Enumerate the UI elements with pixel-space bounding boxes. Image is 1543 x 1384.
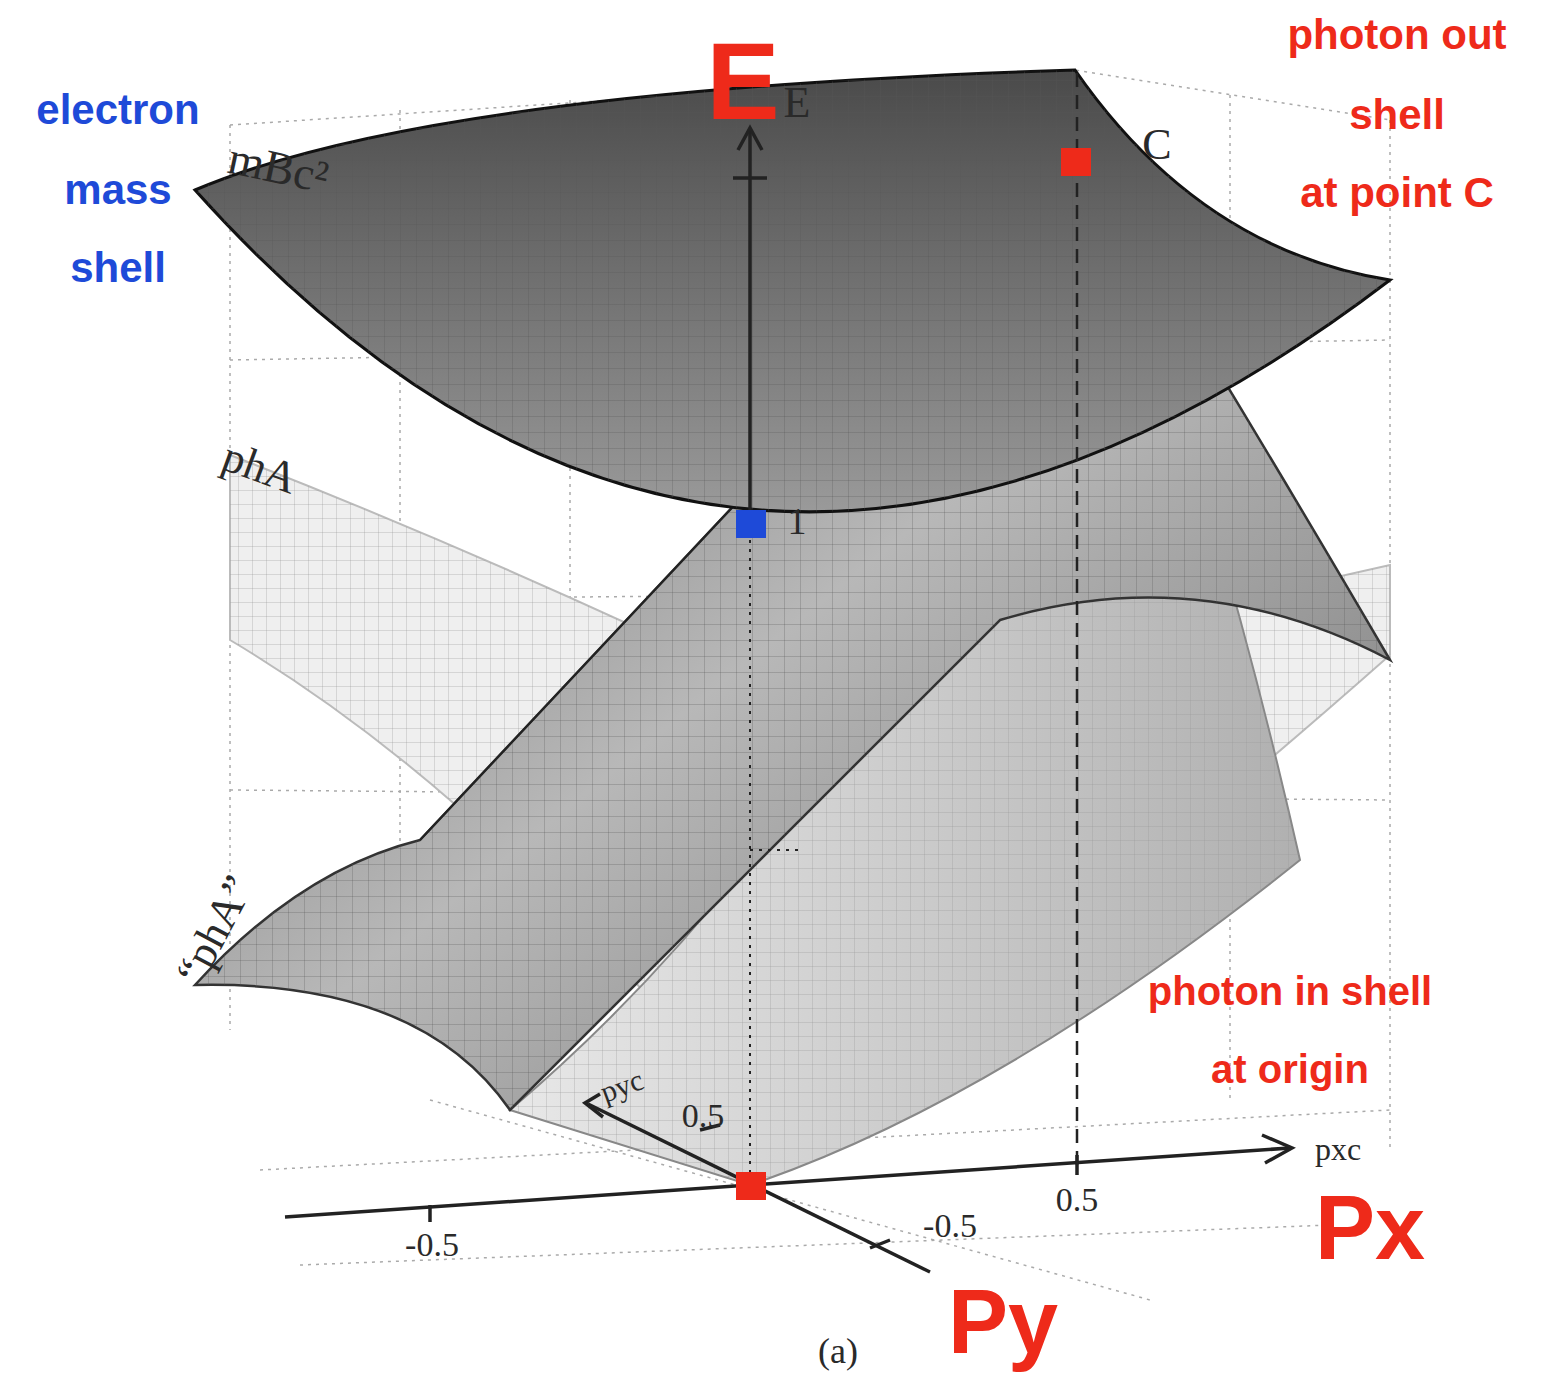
tick-label: 0.5	[682, 1097, 725, 1134]
region-label: electron	[36, 87, 199, 133]
axis-label: Px	[1315, 1179, 1425, 1278]
tick-label: -0.5	[923, 1207, 977, 1244]
axis-label: pxc	[1315, 1132, 1361, 1167]
axis-label: E	[706, 20, 779, 141]
tick-label: 0.5	[1056, 1181, 1099, 1218]
annotation: photon in shell at origin	[1130, 952, 1450, 1108]
region-label: shell	[70, 245, 166, 291]
annotation: photon out	[1287, 12, 1506, 58]
annotation: at point C	[1300, 170, 1494, 216]
tick-label: -0.5	[405, 1226, 459, 1263]
axis-label: E	[784, 79, 811, 127]
axis-label: Py	[948, 1273, 1058, 1372]
point-label: 1	[788, 501, 807, 543]
region-label: mass	[64, 167, 171, 213]
point-label: C	[1142, 121, 1171, 169]
annotation: shell	[1349, 92, 1445, 138]
caption-letter: (a)	[818, 1332, 858, 1372]
